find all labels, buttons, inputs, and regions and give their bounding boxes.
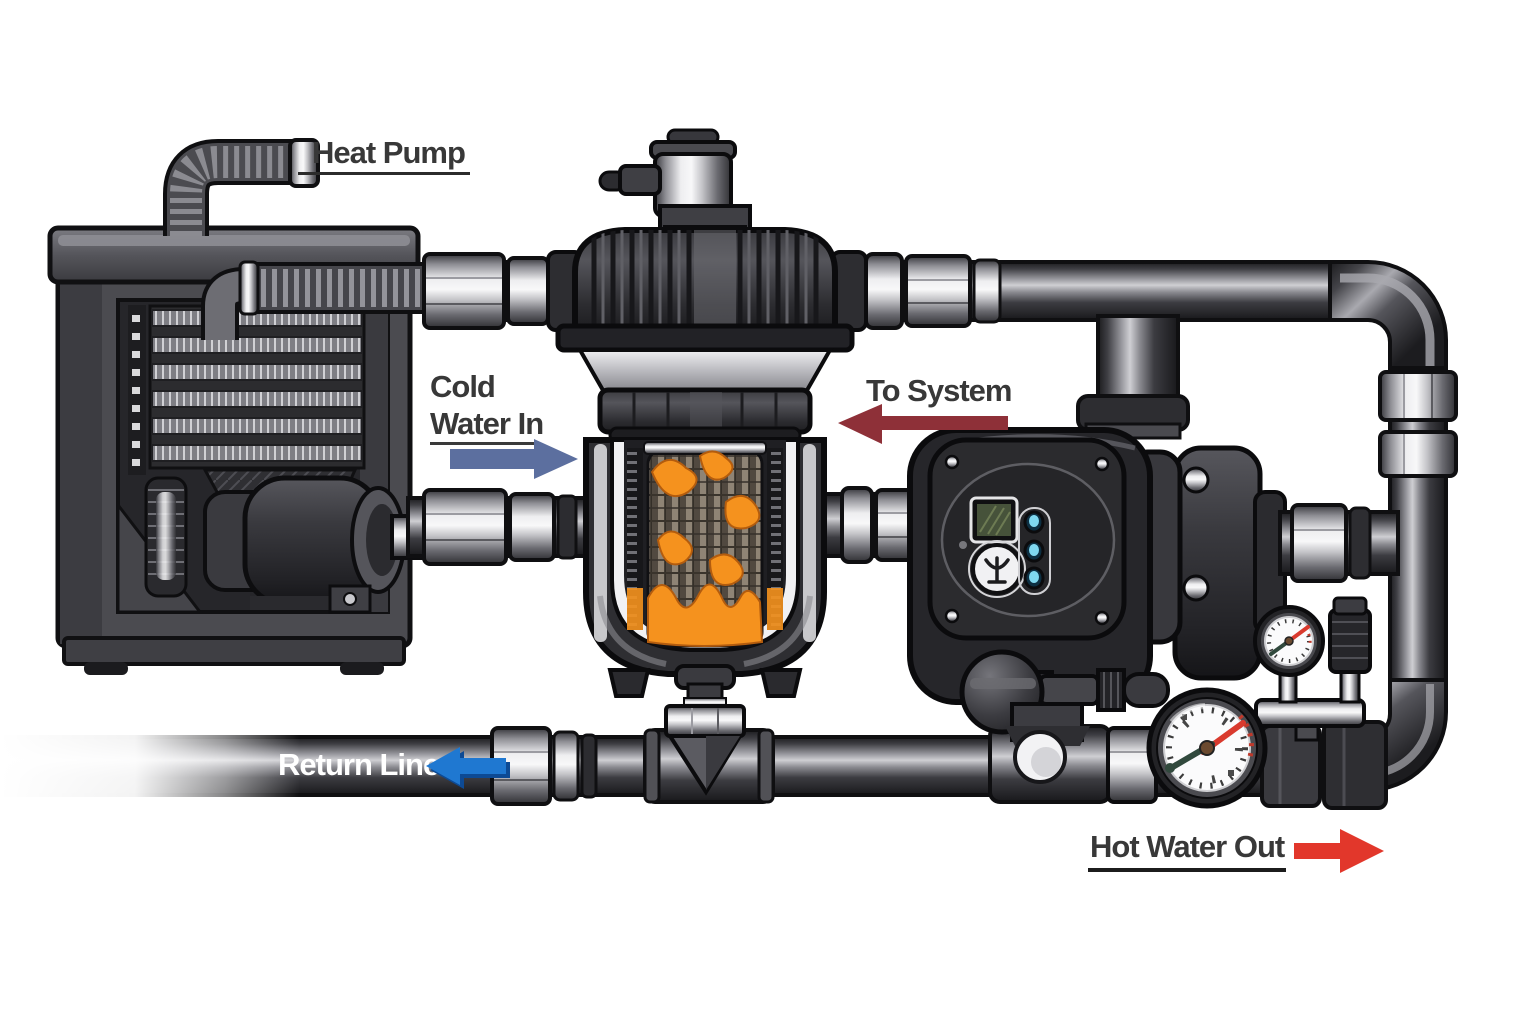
corner-elbow-top <box>1328 260 1448 374</box>
pump-buttons[interactable] <box>1018 507 1051 595</box>
heat-pump-label: Heat Pump <box>312 135 466 170</box>
filter-unit <box>546 128 868 796</box>
valve-knob[interactable] <box>1122 672 1170 708</box>
hot-water-out-arrow-icon <box>1294 829 1384 873</box>
pipe-fitting <box>422 252 506 330</box>
filter-drain <box>664 682 746 796</box>
mid-pipe-left <box>406 488 602 566</box>
flex-hose-top <box>163 138 320 236</box>
flange-bolt <box>1182 574 1210 602</box>
circulation-pump <box>907 427 1400 726</box>
pump-inlet-stub <box>1076 314 1190 440</box>
pipe-fade <box>0 724 300 810</box>
flange-bolt <box>1182 466 1210 494</box>
filter-sediment <box>627 450 783 647</box>
cold-water-in-label-line1: Cold <box>430 369 496 404</box>
filter-cap <box>572 227 838 333</box>
heat-pump-unit <box>47 138 438 675</box>
air-vent-valve <box>598 128 752 240</box>
filter-drier <box>144 476 188 598</box>
heat-pump-base <box>62 636 406 666</box>
heat-exchanger-coil <box>128 304 366 475</box>
filter-mesh-left <box>627 448 643 630</box>
drain-valve[interactable] <box>959 649 1170 804</box>
return-line-label: Return Line <box>278 747 440 782</box>
filter-bowl <box>583 437 827 677</box>
return-line-arrow-icon <box>426 747 510 789</box>
filter-mesh-right <box>767 448 783 630</box>
cold-water-line <box>430 442 534 445</box>
heat-pump-underline <box>298 172 470 175</box>
to-system-label: To System <box>866 373 1012 408</box>
to-system-arrow-icon <box>838 404 1008 444</box>
relief-valve[interactable] <box>1328 596 1372 704</box>
top-pipe <box>422 252 1458 792</box>
pump-dial-button[interactable] <box>968 540 1026 598</box>
pressure-gauge-main <box>1146 687 1268 809</box>
hot-water-out-underline <box>1088 868 1286 872</box>
face-screws <box>944 454 1110 626</box>
cold-water-in-label-line2: Water In <box>430 406 544 441</box>
pump-lcd-display <box>969 496 1019 544</box>
cold-water-arrow-icon <box>450 439 578 479</box>
pressure-gauge-secondary <box>1253 596 1372 742</box>
corrugated-hose <box>238 260 438 316</box>
hot-water-out-label: Hot Water Out <box>1090 829 1285 864</box>
